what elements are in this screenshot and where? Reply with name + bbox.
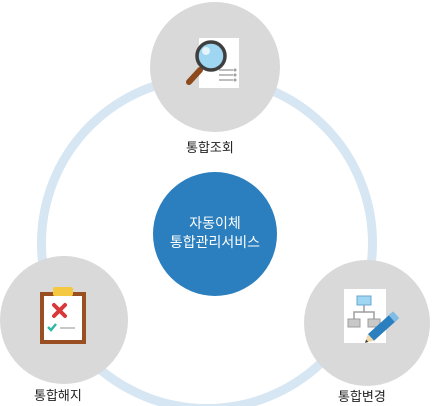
center-title-line2: 통합관리서비스: [169, 235, 261, 251]
node-label-inquiry: 통합조회: [186, 141, 234, 156]
clipboard-cancel-icon: [40, 287, 86, 344]
node-integrated-change: [304, 260, 430, 386]
node-integrated-cancel: [0, 256, 128, 384]
center-service-circle: 자동이체 통합관리서비스: [153, 172, 277, 296]
center-title-line1: 자동이체: [189, 216, 241, 232]
node-integrated-inquiry: [150, 2, 280, 132]
edit-document-icon: [344, 289, 400, 343]
node-label-cancel: 통합해지: [34, 389, 82, 404]
node-label-change: 통합변경: [338, 390, 386, 405]
search-document-icon: [186, 38, 239, 88]
